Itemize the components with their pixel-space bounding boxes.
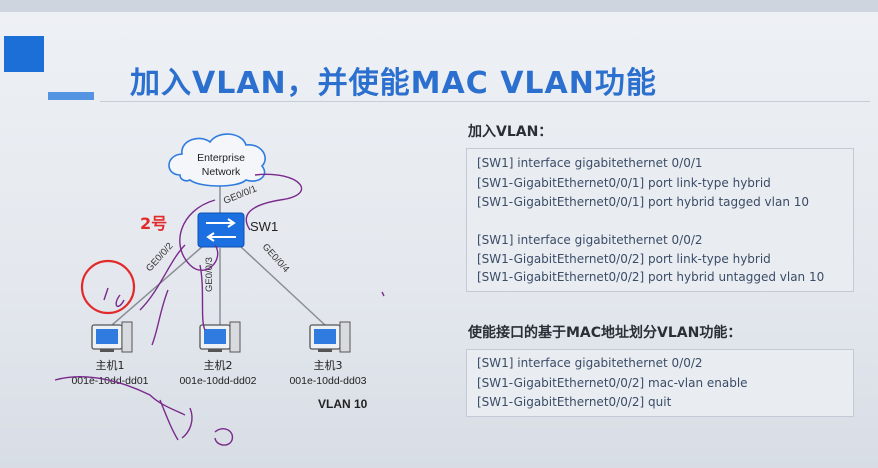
- host2-computer-icon: [199, 321, 241, 353]
- vlan-label: VLAN 10: [318, 397, 368, 411]
- code-line: [SW1-GigabitEthernet0/0/2] port link-typ…: [477, 252, 771, 266]
- code-line: [SW1] interface gigabitethernet 0/0/2: [477, 233, 703, 247]
- code-line: [SW1-GigabitEthernet0/0/1] port hybrid t…: [477, 195, 810, 209]
- enterprise-network-cloud-icon: [168, 133, 266, 187]
- host1-name: 主机1: [96, 358, 125, 372]
- port-ge004: GE0/0/4: [260, 242, 292, 275]
- code-line: [SW1-GigabitEthernet0/0/1] port link-typ…: [477, 176, 771, 190]
- host2-name: 主机2: [204, 358, 233, 372]
- title-divider: [100, 101, 870, 102]
- host1-computer-icon: [91, 321, 133, 353]
- section2-code-box: [SW1] interface gigabitethernet 0/0/2 [S…: [466, 349, 854, 417]
- switch-label: SW1: [250, 219, 278, 234]
- red-circle-annotation: [80, 259, 136, 315]
- port-ge002: GE0/0/2: [144, 241, 176, 274]
- host3-computer-icon: [309, 321, 351, 353]
- port-ge001: GE0/0/1: [222, 184, 258, 207]
- link-host3: [239, 245, 326, 326]
- host2-mac: 001e-10dd-dd02: [179, 375, 256, 387]
- section2-label: 使能接口的基于MAC地址划分VLAN功能：: [468, 325, 742, 341]
- code-line: [SW1-GigabitEthernet0/0/2] port hybrid u…: [477, 270, 825, 284]
- red-annotation-text: 2号: [140, 214, 168, 233]
- host3-name: 主机3: [314, 358, 343, 372]
- code-line: [SW1] interface gigabitethernet 0/0/2: [477, 356, 703, 370]
- switch-icon: [197, 212, 245, 248]
- code-line: [SW1-GigabitEthernet0/0/2] mac-vlan enab…: [477, 376, 748, 390]
- link-host1: [111, 245, 204, 326]
- cloud-label-line1: Enterprise: [197, 152, 245, 164]
- accent-bar: [48, 92, 94, 100]
- code-line: [SW1-GigabitEthernet0/0/2] quit: [477, 395, 672, 409]
- top-band: [0, 0, 878, 12]
- port-ge003: GE0/0/3: [204, 257, 215, 292]
- accent-square: [4, 36, 44, 72]
- section1-label: 加入VLAN：: [468, 124, 553, 140]
- slide-title: 加入VLAN，并使能MAC VLAN功能: [130, 66, 657, 101]
- host3-mac: 001e-10dd-dd03: [289, 375, 366, 387]
- section1-code-box: [SW1] interface gigabitethernet 0/0/1 [S…: [466, 148, 854, 292]
- code-line: [SW1] interface gigabitethernet 0/0/1: [477, 156, 703, 170]
- cloud-label-line2: Network: [202, 166, 241, 178]
